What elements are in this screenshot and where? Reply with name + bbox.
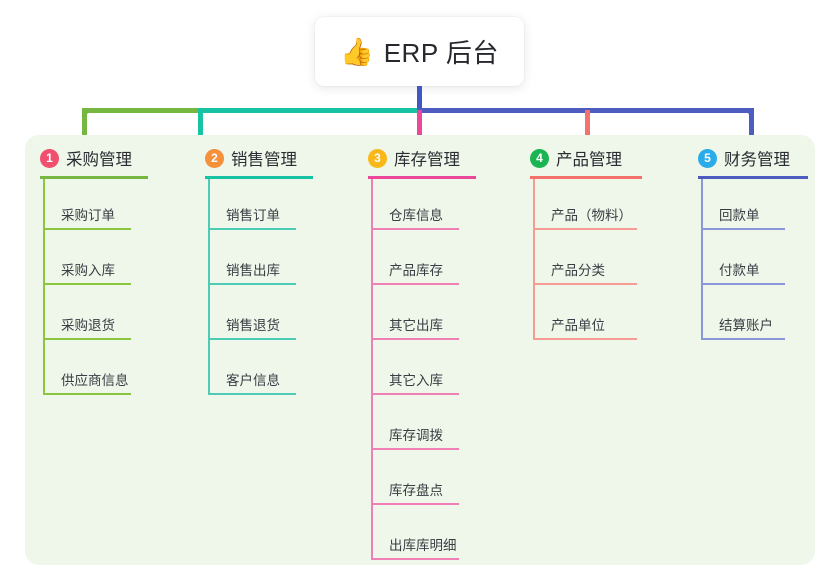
bus-segment-teal <box>198 108 420 113</box>
leaf-item[interactable]: 库存盘点 <box>389 483 443 498</box>
column-spine-5 <box>701 179 703 338</box>
leaf-item[interactable]: 销售出库 <box>226 263 280 278</box>
leaf-rule <box>43 283 131 285</box>
leaf-item[interactable]: 采购退货 <box>61 318 115 333</box>
column-title-3: 库存管理 <box>394 151 460 169</box>
leaf-rule <box>208 283 296 285</box>
leaf-rule <box>701 338 785 340</box>
leaf-rule <box>43 228 131 230</box>
leaf-rule <box>371 283 459 285</box>
page-title: ERP 后台 <box>383 38 499 68</box>
leaf-rule <box>208 338 296 340</box>
column-rule-4 <box>530 176 642 179</box>
drop-connector-3 <box>417 110 422 157</box>
column-header-1[interactable]: 1 采购管理 <box>40 146 132 170</box>
leaf-item[interactable]: 其它入库 <box>389 373 443 388</box>
leaf-item[interactable]: 供应商信息 <box>61 373 129 388</box>
column-rule-1 <box>40 176 148 179</box>
column-rule-3 <box>368 176 476 179</box>
column-rule-2 <box>205 176 313 179</box>
column-spine-1 <box>43 179 45 393</box>
leaf-item[interactable]: 付款单 <box>719 263 760 278</box>
column-title-1: 采购管理 <box>66 151 132 169</box>
column-badge-5: 5 <box>698 148 717 168</box>
leaf-item[interactable]: 库存调拨 <box>389 428 443 443</box>
leaf-rule <box>208 228 296 230</box>
trunk-connector <box>417 86 422 110</box>
drop-connector-5 <box>749 110 754 157</box>
drop-connector-2 <box>198 110 203 157</box>
column-badge-3: 3 <box>368 148 387 168</box>
drop-connector-4 <box>585 110 590 157</box>
leaf-item[interactable]: 产品（物料） <box>551 208 632 223</box>
column-spine-4 <box>533 179 535 338</box>
leaf-item[interactable]: 回款单 <box>719 208 760 223</box>
leaf-rule <box>371 393 459 395</box>
leaf-rule <box>533 228 637 230</box>
bus-segment-green <box>82 108 201 113</box>
leaf-rule <box>371 228 459 230</box>
leaf-rule <box>701 283 785 285</box>
column-badge-1: 1 <box>40 148 59 168</box>
leaf-rule <box>371 503 459 505</box>
root-node-card[interactable]: 👍 ERP 后台 <box>315 17 524 86</box>
leaf-item[interactable]: 仓库信息 <box>389 208 443 223</box>
column-badge-4: 4 <box>530 148 549 168</box>
column-header-4[interactable]: 4 产品管理 <box>530 146 622 170</box>
leaf-item[interactable]: 采购入库 <box>61 263 115 278</box>
leaf-rule <box>208 393 296 395</box>
leaf-rule <box>701 228 785 230</box>
leaf-rule <box>533 338 637 340</box>
thumbs-up-icon: 👍 <box>340 37 374 67</box>
leaf-item[interactable]: 产品分类 <box>551 263 605 278</box>
column-rule-5 <box>698 176 808 179</box>
leaf-item[interactable]: 客户信息 <box>226 373 280 388</box>
leaf-item[interactable]: 产品库存 <box>389 263 443 278</box>
column-header-5[interactable]: 5 财务管理 <box>698 146 790 170</box>
column-spine-3 <box>371 179 373 558</box>
leaf-item[interactable]: 产品单位 <box>551 318 605 333</box>
leaf-rule <box>43 338 131 340</box>
leaf-rule <box>371 558 459 560</box>
leaf-rule <box>371 448 459 450</box>
leaf-item[interactable]: 其它出库 <box>389 318 443 333</box>
content-panel <box>25 135 815 565</box>
leaf-item[interactable]: 出库库明细 <box>389 538 457 553</box>
column-header-2[interactable]: 2 销售管理 <box>205 146 297 170</box>
leaf-item[interactable]: 销售退货 <box>226 318 280 333</box>
drop-connector-1 <box>82 110 87 157</box>
column-title-2: 销售管理 <box>231 151 297 169</box>
column-badge-2: 2 <box>205 148 224 168</box>
column-title-5: 财务管理 <box>724 151 790 169</box>
leaf-rule <box>533 283 637 285</box>
leaf-rule <box>371 338 459 340</box>
leaf-rule <box>43 393 131 395</box>
leaf-item[interactable]: 销售订单 <box>226 208 280 223</box>
leaf-item[interactable]: 采购订单 <box>61 208 115 223</box>
column-title-4: 产品管理 <box>556 151 622 169</box>
leaf-item[interactable]: 结算账户 <box>719 318 773 333</box>
column-header-3[interactable]: 3 库存管理 <box>368 146 460 170</box>
column-spine-2 <box>208 179 210 393</box>
